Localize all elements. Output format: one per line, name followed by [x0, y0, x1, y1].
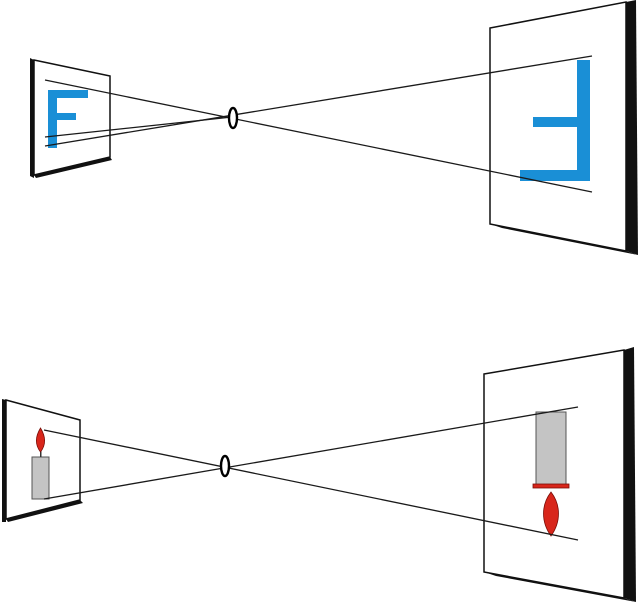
object-candle [31, 427, 50, 500]
candle-body [31, 456, 50, 500]
ray-top-to-bottom [43, 429, 579, 541]
image-screen-bottom-edge [484, 572, 636, 602]
object-screen-bottom-edge [34, 157, 112, 178]
inverted-candle-flame [543, 491, 559, 537]
object-letter-f [48, 90, 88, 148]
image-screen-bottom-edge [490, 224, 638, 255]
f-top-arm [48, 90, 88, 98]
image-screen-right-edge [624, 347, 636, 602]
ray-top-to-bottom [44, 79, 593, 193]
object-screen-edge [2, 399, 6, 522]
candle-wick [40, 451, 42, 457]
pinhole-aperture [227, 106, 239, 130]
image-candle-inverted [532, 411, 570, 537]
ray-bottom-to-top [43, 406, 579, 500]
f-middle-arm [48, 113, 76, 120]
inverted-candle-base [532, 483, 570, 489]
inverted-candle-body [535, 411, 567, 487]
scene-candle [2, 347, 636, 602]
image-screen-right-edge [626, 0, 638, 255]
inverted-f-middle-arm [533, 117, 590, 127]
image-letter-f-inverted [520, 60, 590, 181]
image-screen-right [489, 0, 638, 255]
inverted-f-top-arm [520, 170, 590, 181]
candle-flame [35, 427, 46, 453]
ray-object-base [44, 116, 233, 138]
scene-letter-f [30, 0, 638, 255]
ray-bottom-to-top [44, 55, 593, 147]
object-screen-bottom-edge [6, 500, 83, 522]
object-screen-edge [30, 58, 34, 178]
pinhole-aperture [219, 454, 231, 478]
